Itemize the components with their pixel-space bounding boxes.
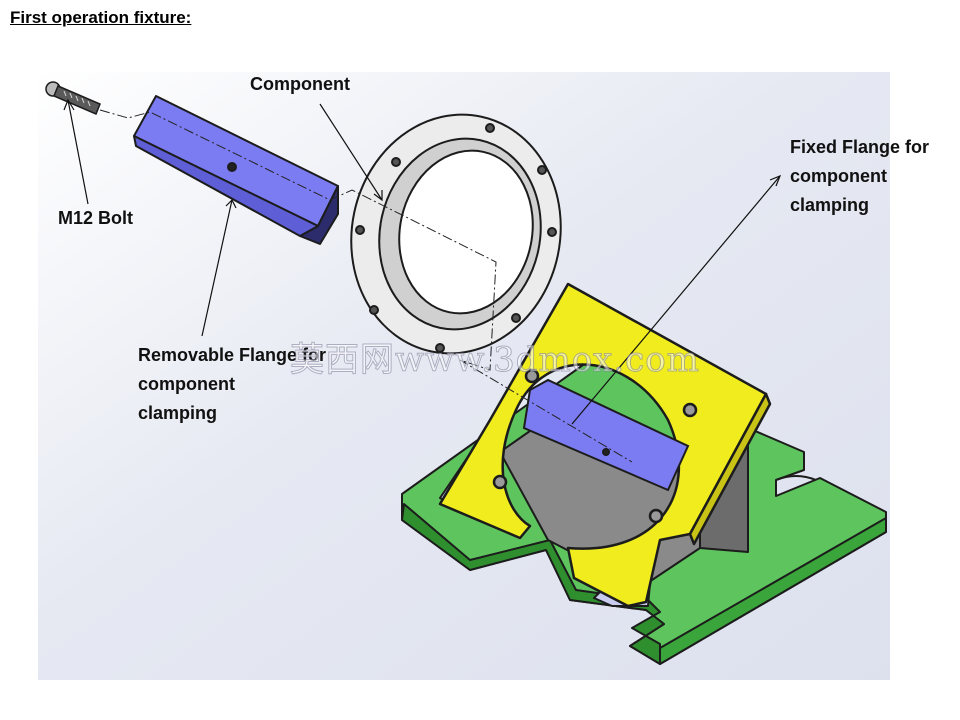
fixed-flange-plate <box>438 282 772 608</box>
label-m12-bolt: M12 Bolt <box>58 208 134 228</box>
clamped-bar <box>522 378 690 492</box>
ring-bolt-hole <box>485 123 495 133</box>
flange-bolt-hole <box>492 474 508 490</box>
flange-bolt-hole <box>648 508 664 524</box>
ring-bolt-hole <box>537 165 547 175</box>
component-ring <box>350 113 562 355</box>
label-removable-flange: Removable Flange for component clamping <box>138 345 327 423</box>
axis-lines <box>99 109 633 463</box>
removable-flange-bar <box>133 95 339 245</box>
ring-bolt-hole <box>435 343 445 353</box>
flange-bolt-hole <box>524 368 540 384</box>
watermark: 莫西网www.3dmox.com <box>290 340 700 381</box>
leader-lines <box>63 98 782 425</box>
page-title: First operation fixture: <box>10 8 192 27</box>
ring-bolt-hole <box>547 227 557 237</box>
label-fixed-flange: Fixed Flange for component clamping <box>790 137 930 215</box>
label-component: Component <box>250 74 350 94</box>
ring-bolt-hole <box>511 313 521 323</box>
ring-bolt-hole <box>355 225 365 235</box>
flange-bolt-hole <box>682 402 698 418</box>
ring-bolt-hole <box>391 157 401 167</box>
m12-bolt <box>45 81 101 115</box>
ring-bolt-hole <box>369 305 379 315</box>
